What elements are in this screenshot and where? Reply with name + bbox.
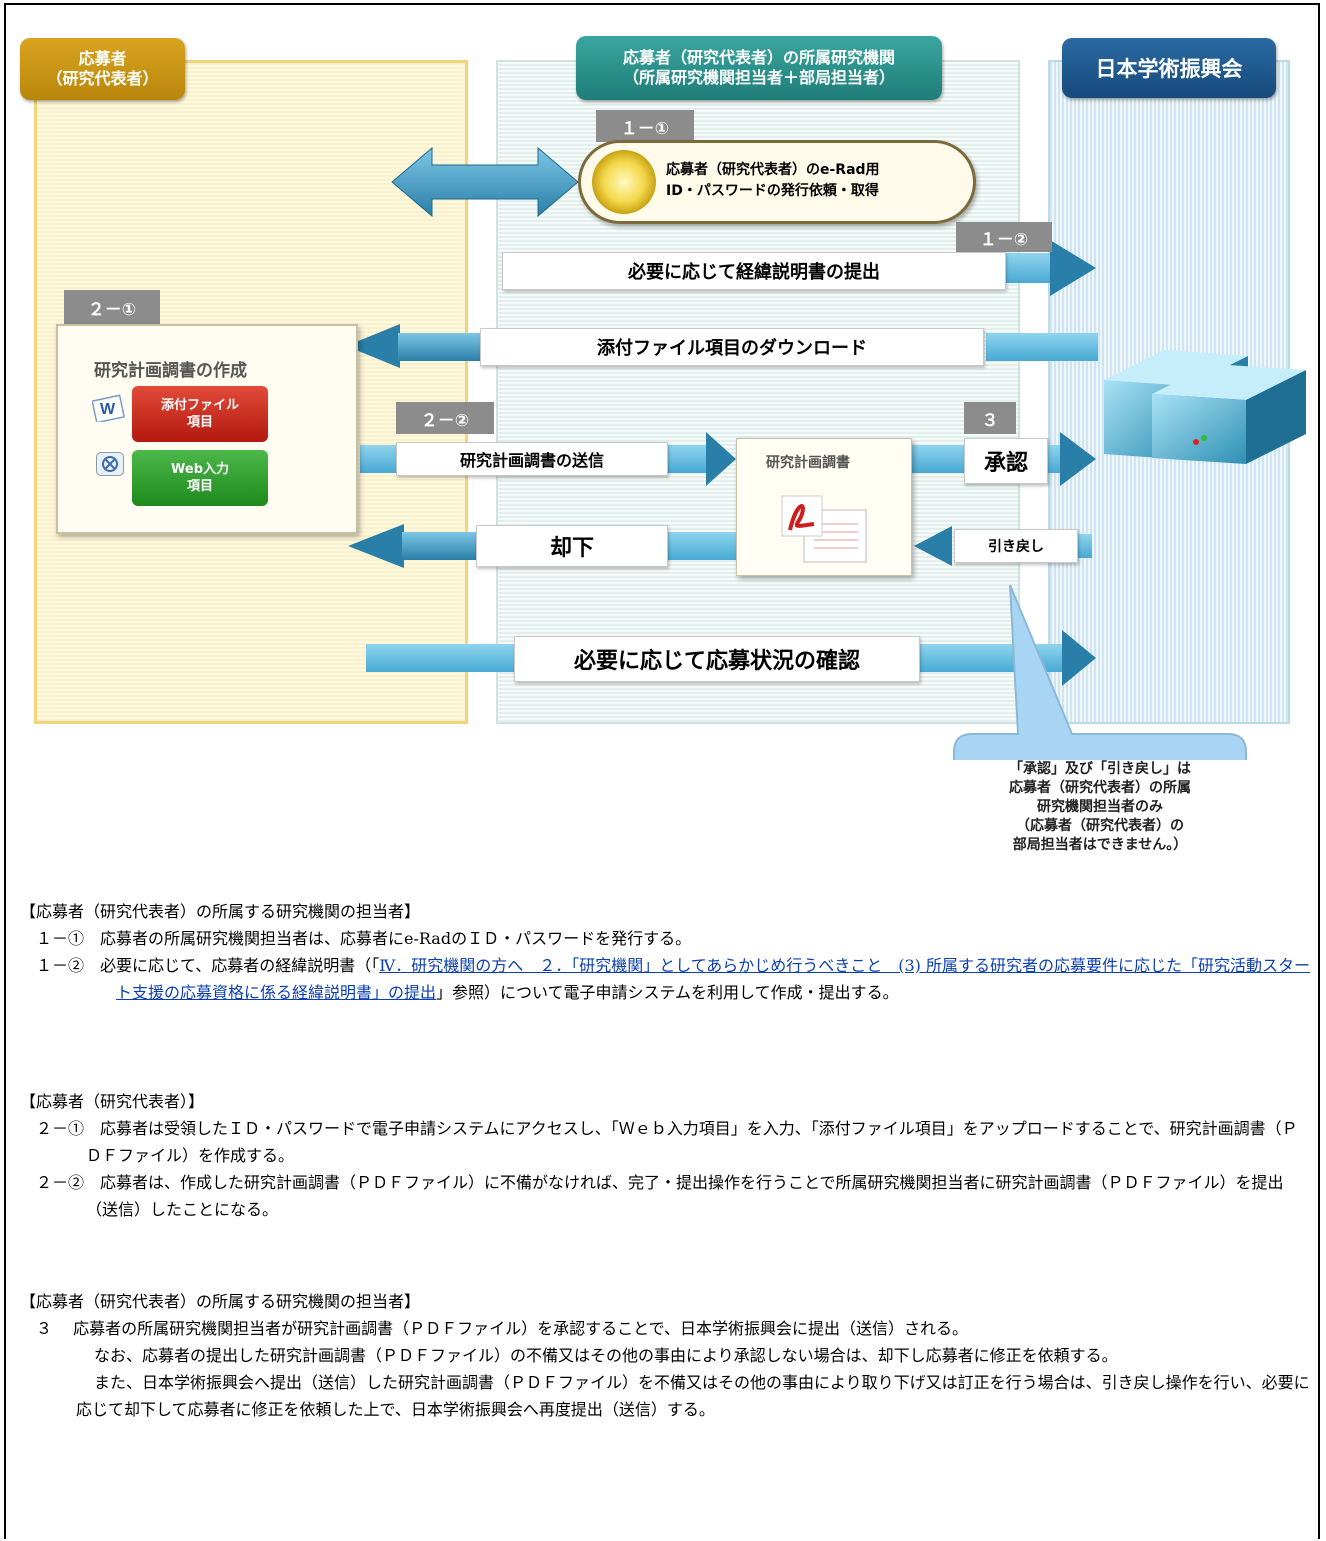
svg-text:W: W [100,401,116,418]
plan-send-label: 研究計画調書の送信 [396,442,668,476]
id-request-text: 応募者（研究代表者）のe-Rad用 ID・パスワードの発行依頼・取得 [666,162,880,199]
section-3-item-1: ３ 応募者の所属研究機関担当者が研究計画調書（ＰＤＦファイル）を承認することで、… [36,1319,968,1338]
reject-arrow-shaft-right [668,532,740,560]
status-arrow-shaft-left [366,644,514,672]
approve-label: 承認 [964,438,1048,484]
approve-arrow-head [1060,432,1096,486]
section-2-heading: 【応募者（研究代表者）】 [20,1092,205,1111]
institution-header: 応募者（研究代表者）の所属研究機関 （所属研究機関担当者＋部局担当者） [576,36,942,100]
approve-arrow-shaft-left [912,445,964,473]
withdraw-label: 引き戻し [954,529,1078,563]
pdf-icon [781,495,867,563]
withdraw-arrow-shaft [1076,534,1092,558]
plan-creation-title: 研究計画調書の作成 [94,361,247,381]
server-icon [1104,350,1306,464]
approve-arrow-shaft-right [1048,445,1062,473]
applicant-header: 応募者 （研究代表者） [20,38,185,100]
step-tag-1-2: １－② [956,222,1052,252]
section-2-item-1: ２－① 応募者は受領したＩＤ・パスワードで電子申請システムにアクセスし、「Ｗｅｂ… [36,1119,1298,1165]
section-3-item-2: なお、応募者の提出した研究計画調書（ＰＤＦファイル）の不備又はその他の事由により… [94,1346,1118,1365]
sun-icon [592,150,656,214]
section-3-item-3: また、日本学術振興会へ提出（送信）した研究計画調書（ＰＤＦファイル）を不備又はそ… [76,1373,1310,1419]
explanation-submit-label: 必要に応じて経緯説明書の提出 [502,252,1006,290]
section-1-heading: 【応募者（研究代表者）の所属する研究機関の担当者】 [20,902,421,921]
download-arrow-head [346,324,400,368]
jsps-header: 日本学術振興会 [1062,38,1276,98]
send-arrow-shaft-right [668,445,708,473]
withdraw-arrow-head [914,526,952,566]
status-check-label: 必要に応じて応募状況の確認 [514,636,920,682]
step-tag-1-1: １－① [596,110,694,142]
web-form-icon [96,452,124,476]
send-arrow-head [706,432,736,486]
flow-arrows [346,146,1247,760]
plan-document-title: 研究計画調書 [766,455,850,471]
page-frame [4,3,1320,1539]
download-arrow-shaft-left [398,333,480,361]
word-icon: W [92,394,126,422]
explanation-doc-link[interactable]: Ⅳ．研究機関の方へ ２．「研究機関」としてあらかじめ行うべきこと (3) 所属す… [116,956,1310,1002]
id-double-arrow [391,146,579,218]
callout-bubble [953,584,1247,760]
status-arrow-head [1062,630,1096,686]
download-arrow-shaft-right [986,333,1098,361]
section-1: 【応募者（研究代表者）の所属する研究機関の担当者】 １－① 応募者の所属研究機関… [20,898,1310,1006]
step-tag-3: ３ [964,402,1016,434]
section-2: 【応募者（研究代表者）】 ２－① 応募者は受領したＩＤ・パスワードで電子申請シス… [20,1088,1310,1223]
explanation-arrow-shaft [1006,253,1052,283]
section-3: 【応募者（研究代表者）の所属する研究機関の担当者】 ３ 応募者の所属研究機関担当… [20,1288,1310,1423]
explanation-arrow-head [1050,240,1096,296]
reject-label: 却下 [476,525,668,567]
attachment-items-button[interactable]: 添付ファイル 項目 [132,386,268,442]
section-3-heading: 【応募者（研究代表者）の所属する研究機関の担当者】 [20,1292,421,1311]
reject-arrow-head [348,524,404,568]
callout-text: 「承認」及び「引き戻し」は 応募者（研究代表者）の所属 研究機関担当者のみ （応… [1009,761,1191,853]
attachment-download-label: 添付ファイル項目のダウンロード [480,328,984,366]
send-arrow-shaft-left [360,445,396,473]
step-tag-2-1: ２－① [64,290,160,324]
section-1-item-2: １－② 必要に応じて、応募者の経緯説明書（「Ⅳ．研究機関の方へ ２．「研究機関」… [36,956,1310,1002]
web-items-button[interactable]: Web入力 項目 [132,450,268,506]
section-2-item-2: ２－② 応募者は、作成した研究計画調書（ＰＤＦファイル）に不備がなければ、完了・… [36,1173,1284,1219]
step-tag-2-2: ２－② [396,402,494,434]
reject-arrow-shaft-left [402,532,476,560]
section-1-item-1: １－① 応募者の所属研究機関担当者は、応募者にe-RadのＩＤ・パスワードを発行… [36,929,692,948]
